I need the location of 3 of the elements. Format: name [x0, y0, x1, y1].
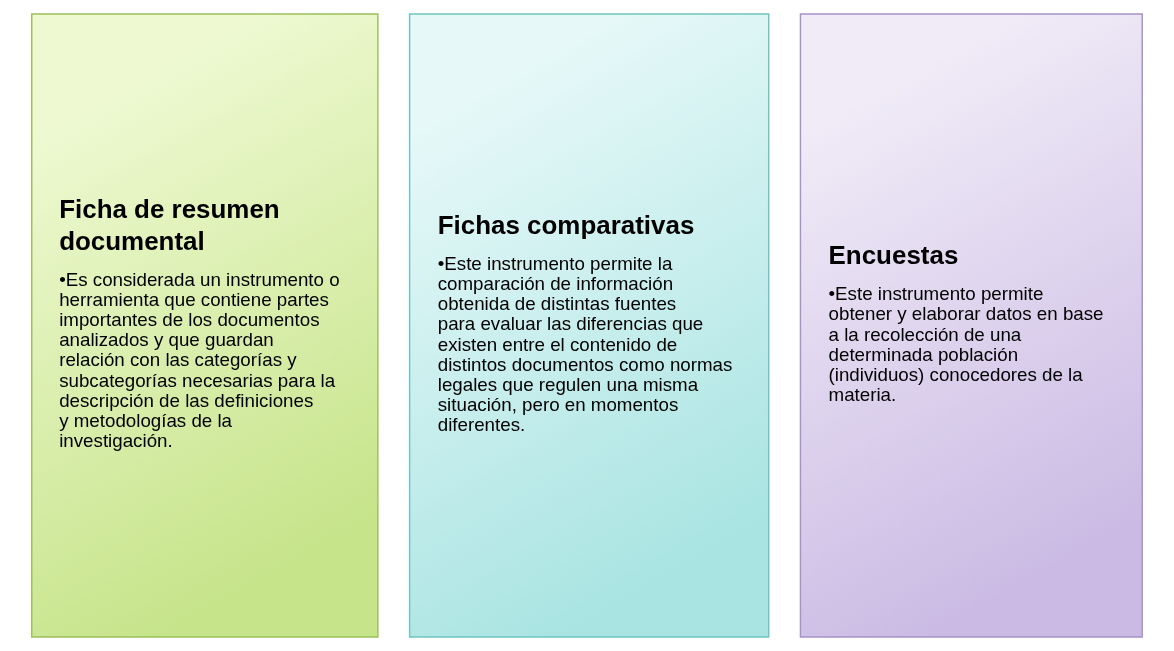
node-box: Fichas comparativas •Este instrumento permite la comparación de información obtenida de distintas fuentes para evaluar las diferencias que existen entre el contenido de distintos documentos como normas legales que regulen una misma situación, pero en momentos diferentes. [408, 13, 770, 638]
node-box: Encuestas •Este instrumento permite obtener y elaborar datos en base a la recolección de una determinada población (individuos) conocedores de la materia. [799, 13, 1143, 638]
node-box: Ficha de resumen documental •Es considerada un instrumento o herramienta que contiene partes importantes de los documentos analizados y que guardan relación con las categorías y subcategorías necesarias para la descripción de las definiciones y metodologías de la investigación. [31, 13, 379, 638]
